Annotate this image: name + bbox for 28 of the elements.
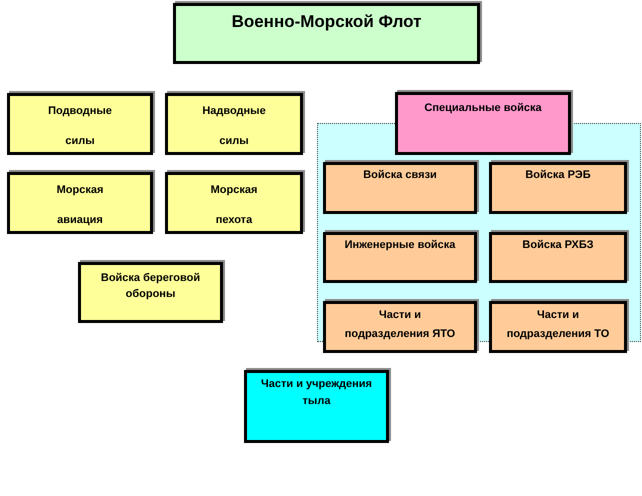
unit-box <box>395 92 571 155</box>
unit-label: Части и учреждения тыла <box>260 377 373 409</box>
unit-label: Подводные силы <box>47 104 113 149</box>
unit-box <box>165 93 303 155</box>
unit-box <box>323 162 477 214</box>
unit-box <box>489 301 627 353</box>
unit-label: Морская авиация <box>56 183 104 228</box>
unit-label: Морская пехота <box>210 183 258 228</box>
unit-label: Специальные войска <box>423 101 543 116</box>
unit-box <box>7 93 153 155</box>
unit-label: Инженерные войска <box>344 238 456 253</box>
root-box <box>173 3 480 64</box>
unit-box <box>323 301 477 353</box>
unit-label: Войска РХБЗ <box>521 238 595 253</box>
unit-box <box>489 162 627 214</box>
unit-label: Войска связи <box>362 168 438 183</box>
unit-box <box>165 172 303 234</box>
unit-label: Части и подразделения ЯТО <box>344 308 456 342</box>
unit-box <box>323 232 477 283</box>
unit-label: Войска береговой обороны <box>100 271 202 302</box>
unit-label: Части и подразделения ТО <box>506 308 610 342</box>
unit-box <box>7 172 153 234</box>
unit-box <box>78 262 223 323</box>
unit-label: Войска РЭБ <box>524 168 592 183</box>
unit-box <box>244 370 389 443</box>
unit-box <box>489 232 627 283</box>
unit-label: Надводные силы <box>201 104 267 149</box>
unit-label: Военно-Морской Флот <box>230 11 422 33</box>
